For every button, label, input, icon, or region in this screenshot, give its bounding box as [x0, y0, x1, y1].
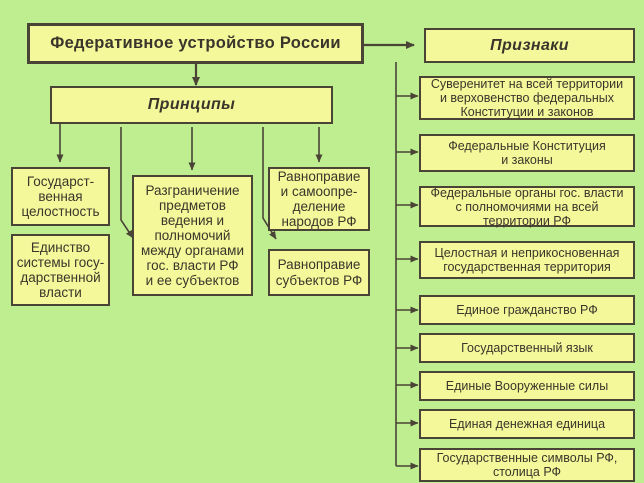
left-branch-header: Принципы	[50, 86, 333, 124]
principle-node-4: Равноправие и самоопре- деление народов …	[268, 167, 370, 231]
feature-node-3: Федеральные органы гос. власти с полномо…	[419, 186, 635, 228]
principle-node-2: Единство системы госу- дарственной власт…	[11, 234, 110, 306]
principle-node-3: Разграничение предметов ведения и полном…	[132, 175, 253, 296]
principle-node-5: Равноправие субъектов РФ	[268, 249, 370, 296]
right-branch-header: Признаки	[424, 28, 635, 63]
feature-node-8: Единая денежная единица	[419, 409, 635, 439]
feature-node-5: Единое гражданство РФ	[419, 295, 635, 325]
feature-node-1: Суверенитет на всей территории и верхове…	[419, 76, 635, 120]
feature-node-4: Целостная и неприкосновенная государстве…	[419, 241, 635, 279]
feature-node-2: Федеральные Конституция и законы	[419, 134, 635, 172]
feature-node-9: Государственные символы РФ, столица РФ	[419, 448, 635, 482]
feature-node-7: Единые Вооруженные силы	[419, 371, 635, 401]
principle-node-1: Государст- венная целостность	[11, 167, 110, 226]
feature-node-6: Государственный язык	[419, 333, 635, 363]
diagram-title: Федеративное устройство России	[27, 23, 364, 64]
